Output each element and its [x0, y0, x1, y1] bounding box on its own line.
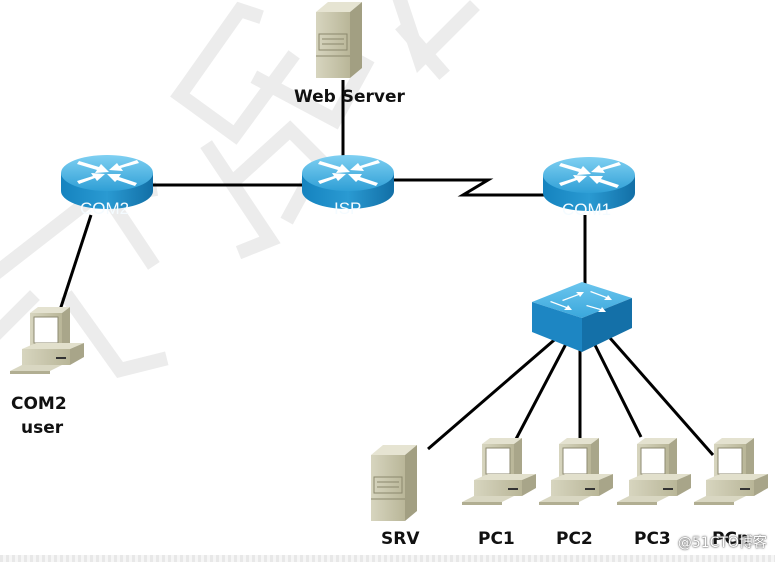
srv-server-icon[interactable] [370, 444, 418, 522]
link-isp-com1-serial [392, 178, 545, 197]
pc3-label: PC3 [634, 529, 671, 549]
com2-user-label-line2: user [21, 418, 64, 438]
pc1-label: PC1 [478, 529, 515, 549]
web-server-icon[interactable] [315, 1, 363, 79]
background-watermark [0, 0, 480, 378]
isp-router-label: ISP [334, 199, 362, 218]
web-server-label: Web Server [294, 87, 405, 107]
switch-icon[interactable] [532, 282, 632, 352]
link-com2-com2user [58, 214, 93, 311]
links [58, 80, 715, 456]
pc1-icon[interactable] [461, 437, 537, 506]
com2-user-label-line1: COM2 [11, 394, 67, 414]
link-switch-pc3 [593, 344, 643, 438]
link-switch-pcn [608, 337, 715, 456]
pc2-icon[interactable] [538, 437, 614, 506]
pc2-label: PC2 [556, 529, 593, 549]
bottom-border [0, 555, 775, 562]
link-switch-pc1 [513, 339, 570, 442]
link-switch-srv [427, 333, 561, 451]
pcn-label: PCn [712, 529, 750, 549]
com1-router-label: COM1 [562, 200, 612, 219]
srv-label: SRV [381, 529, 420, 549]
site-watermark: @51CTO博客 [677, 535, 767, 551]
pc3-icon[interactable] [616, 437, 692, 506]
com2-router-label: COM2 [80, 199, 130, 218]
